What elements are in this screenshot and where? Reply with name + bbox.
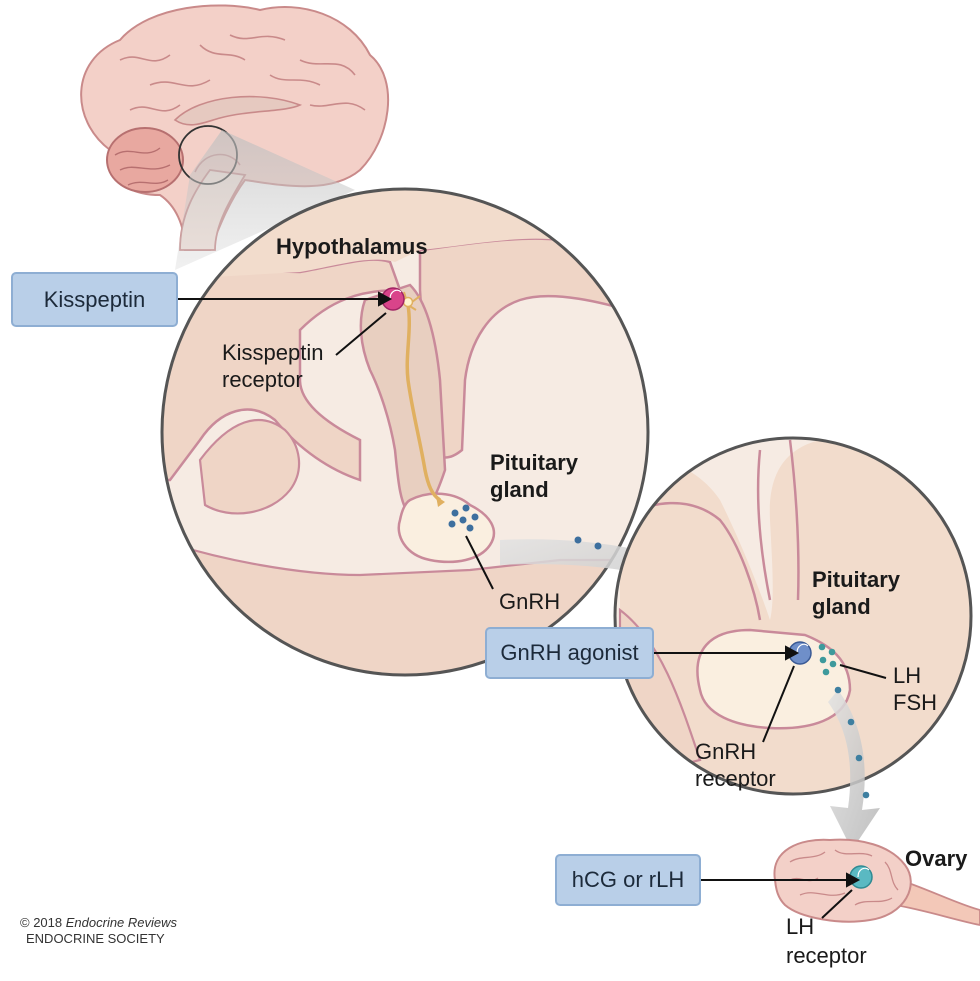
copyright-line2: ENDOCRINE SOCIETY (26, 930, 165, 947)
kisspeptin-receptor-label-line1: Kisspeptin (222, 339, 324, 367)
gnrh-receptor-label-line2: receptor (695, 765, 776, 793)
lh-receptor-label-line2: receptor (786, 942, 867, 970)
copyright-journal: Endocrine Reviews (66, 915, 177, 930)
pituitary-label-1-line1: Pituitary (490, 449, 578, 477)
hypothalamus-label: Hypothalamus (276, 233, 428, 261)
hcg-rlh-box: hCG or rLH (555, 854, 701, 906)
ovary-label: Ovary (905, 845, 967, 873)
gnrh-agonist-box: GnRH agonist (485, 627, 654, 679)
gnrh-label: GnRH (499, 588, 560, 616)
fsh-label: FSH (893, 689, 937, 717)
kisspeptin-box: Kisspeptin (11, 272, 178, 327)
pituitary-label-1-line2: gland (490, 476, 549, 504)
gnrh-receptor-label-line1: GnRH (695, 738, 756, 766)
copyright-line1: © 2018 Endocrine Reviews (20, 914, 177, 931)
kisspeptin-receptor-label-line2: receptor (222, 366, 303, 394)
lh-label: LH (893, 662, 921, 690)
lh-receptor-label-line1: LH (786, 913, 814, 941)
pituitary-zoom-circle (615, 438, 980, 800)
copyright-year: © 2018 (20, 915, 62, 930)
pituitary-label-2-line2: gland (812, 593, 871, 621)
pituitary-label-2-line1: Pituitary (812, 566, 900, 594)
